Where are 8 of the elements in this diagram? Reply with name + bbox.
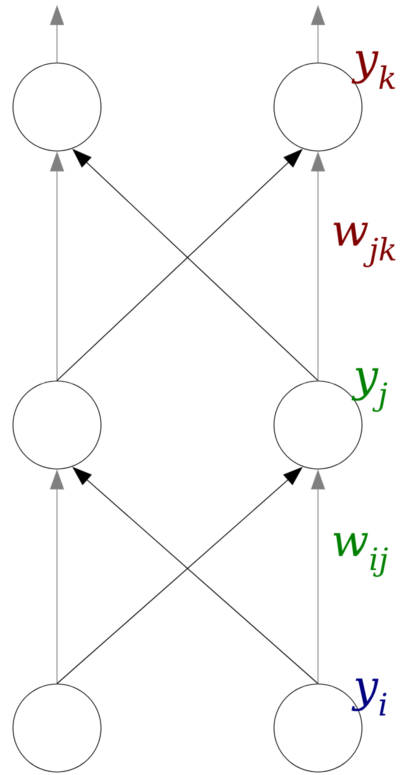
neuron-circle: [12, 380, 102, 470]
neuron-circle: [12, 62, 102, 152]
variable-label: y$_{i}$: [352, 678, 386, 716]
variable-label: w$_{jk}$: [334, 222, 396, 268]
neuron-circle: [12, 684, 102, 772]
variable-label: y$_{k}$: [352, 51, 395, 89]
variable-label: y$_{j}$: [352, 368, 388, 412]
variable-label: w$_{ij}$: [334, 533, 388, 577]
